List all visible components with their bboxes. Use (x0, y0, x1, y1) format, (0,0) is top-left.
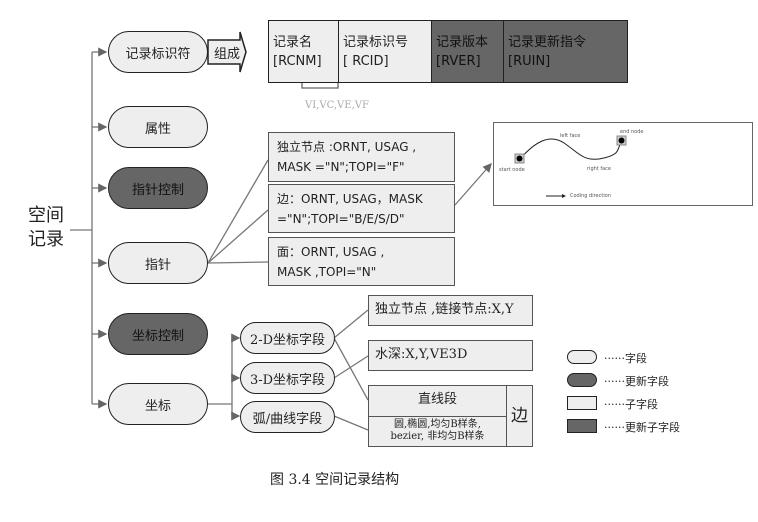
right-face-label: right face (587, 166, 611, 172)
rcnm-values: VI,VC,VE,VF (305, 100, 369, 111)
subfield-ruin[interactable]: 记录更新指令 [RUIN] (503, 20, 628, 83)
subfield-code: [RCNM] (273, 54, 322, 69)
field-attribute[interactable]: 属性 (108, 106, 208, 148)
end-node-label: end node (620, 129, 644, 135)
subfield-code: [ RCID] (343, 54, 389, 69)
box-line: MASK ,TOPI="N" (277, 265, 377, 279)
field-arc-curve[interactable]: 弧/曲线字段 (240, 401, 335, 433)
node-xy-box: 独立节点 ,链接节点:X,Y (368, 295, 533, 326)
subfield-name: 记录版本 (436, 35, 489, 50)
field-coordinate-control[interactable]: 坐标控制 (108, 313, 208, 355)
field-coordinate[interactable]: 坐标 (108, 383, 208, 425)
field-3d-coordinate[interactable]: 3-D坐标字段 (240, 362, 335, 394)
subfield-code: [RVER] (436, 54, 481, 69)
compose-label: 组成 (214, 47, 241, 62)
subfield-name: 记录标识号 (343, 35, 409, 50)
curves-line: 圆,椭圆,均匀B样条, (394, 419, 481, 430)
compose-arrow (207, 31, 247, 73)
subfield-rcid[interactable]: 记录标识号 [ RCID] (338, 20, 432, 83)
pointer-box-edge: 边：ORNT, USAG，MASK ="N";TOPI="B/E/S/D" (268, 184, 455, 233)
legend-update-subfield-label: ······更新子字段 (604, 421, 680, 434)
legend-subfield-swatch (567, 396, 597, 410)
legend-field-swatch (567, 350, 597, 364)
subfield-rcnm[interactable]: 记录名 [RCNM] (268, 20, 339, 83)
subfield-rver[interactable]: 记录版本 [RVER] (431, 20, 504, 83)
box-line: ="N";TOPI="B/E/S/D" (277, 212, 405, 226)
legend-update-field-swatch (567, 373, 597, 387)
root-label: 空间 记录 (28, 204, 64, 252)
box-line: MASK ="N";TOPI="F" (277, 160, 405, 174)
curves-line: bezier, 非均匀B样条 (390, 431, 485, 442)
field-2d-coordinate[interactable]: 2-D坐标字段 (240, 322, 335, 354)
legend-field-label: ······字段 (604, 352, 647, 365)
left-face-label: left face (560, 133, 581, 139)
box-line: 面：ORNT, USAG , (277, 245, 385, 259)
field-pointer-control[interactable]: 指针控制 (108, 167, 208, 209)
edge-curve (514, 135, 627, 198)
field-record-identifier[interactable]: 记录标识符 (108, 31, 208, 73)
line-segment-box: 直线段 (368, 385, 507, 417)
pointer-box-face: 面：ORNT, USAG , MASK ,TOPI="N" (268, 237, 455, 286)
figure-caption: 图 3.4 空间记录结构 (270, 472, 400, 488)
curves-box: 圆,椭圆,均匀B样条,bezier, 非均匀B样条 (368, 416, 507, 447)
pointer-box-isolated-node: 独立节点 :ORNT, USAG , MASK ="N";TOPI="F" (268, 132, 455, 182)
legend-update-subfield-swatch (567, 419, 597, 433)
legend-update-field-label: ······更新字段 (604, 375, 669, 388)
root-label-line2: 记录 (28, 229, 64, 250)
coding-direction-label: Coding direction (570, 193, 611, 199)
subfield-name: 记录名 (273, 35, 313, 50)
edge-inset-diagram: left face end node start node right face… (493, 122, 753, 206)
field-pointer[interactable]: 指针 (108, 242, 208, 284)
depth-box: 水深:X,Y,VE3D (368, 340, 533, 371)
subfield-name: 记录更新指令 (508, 35, 587, 50)
box-line: 边：ORNT, USAG，MASK (277, 192, 423, 206)
legend-subfield-label: ······子字段 (604, 398, 658, 411)
subfield-code: [RUIN] (508, 54, 551, 69)
start-node-label: start node (499, 167, 525, 173)
root-label-line1: 空间 (28, 205, 64, 226)
edge-box: 边 (506, 385, 533, 447)
box-line: 独立节点 :ORNT, USAG , (277, 140, 417, 154)
